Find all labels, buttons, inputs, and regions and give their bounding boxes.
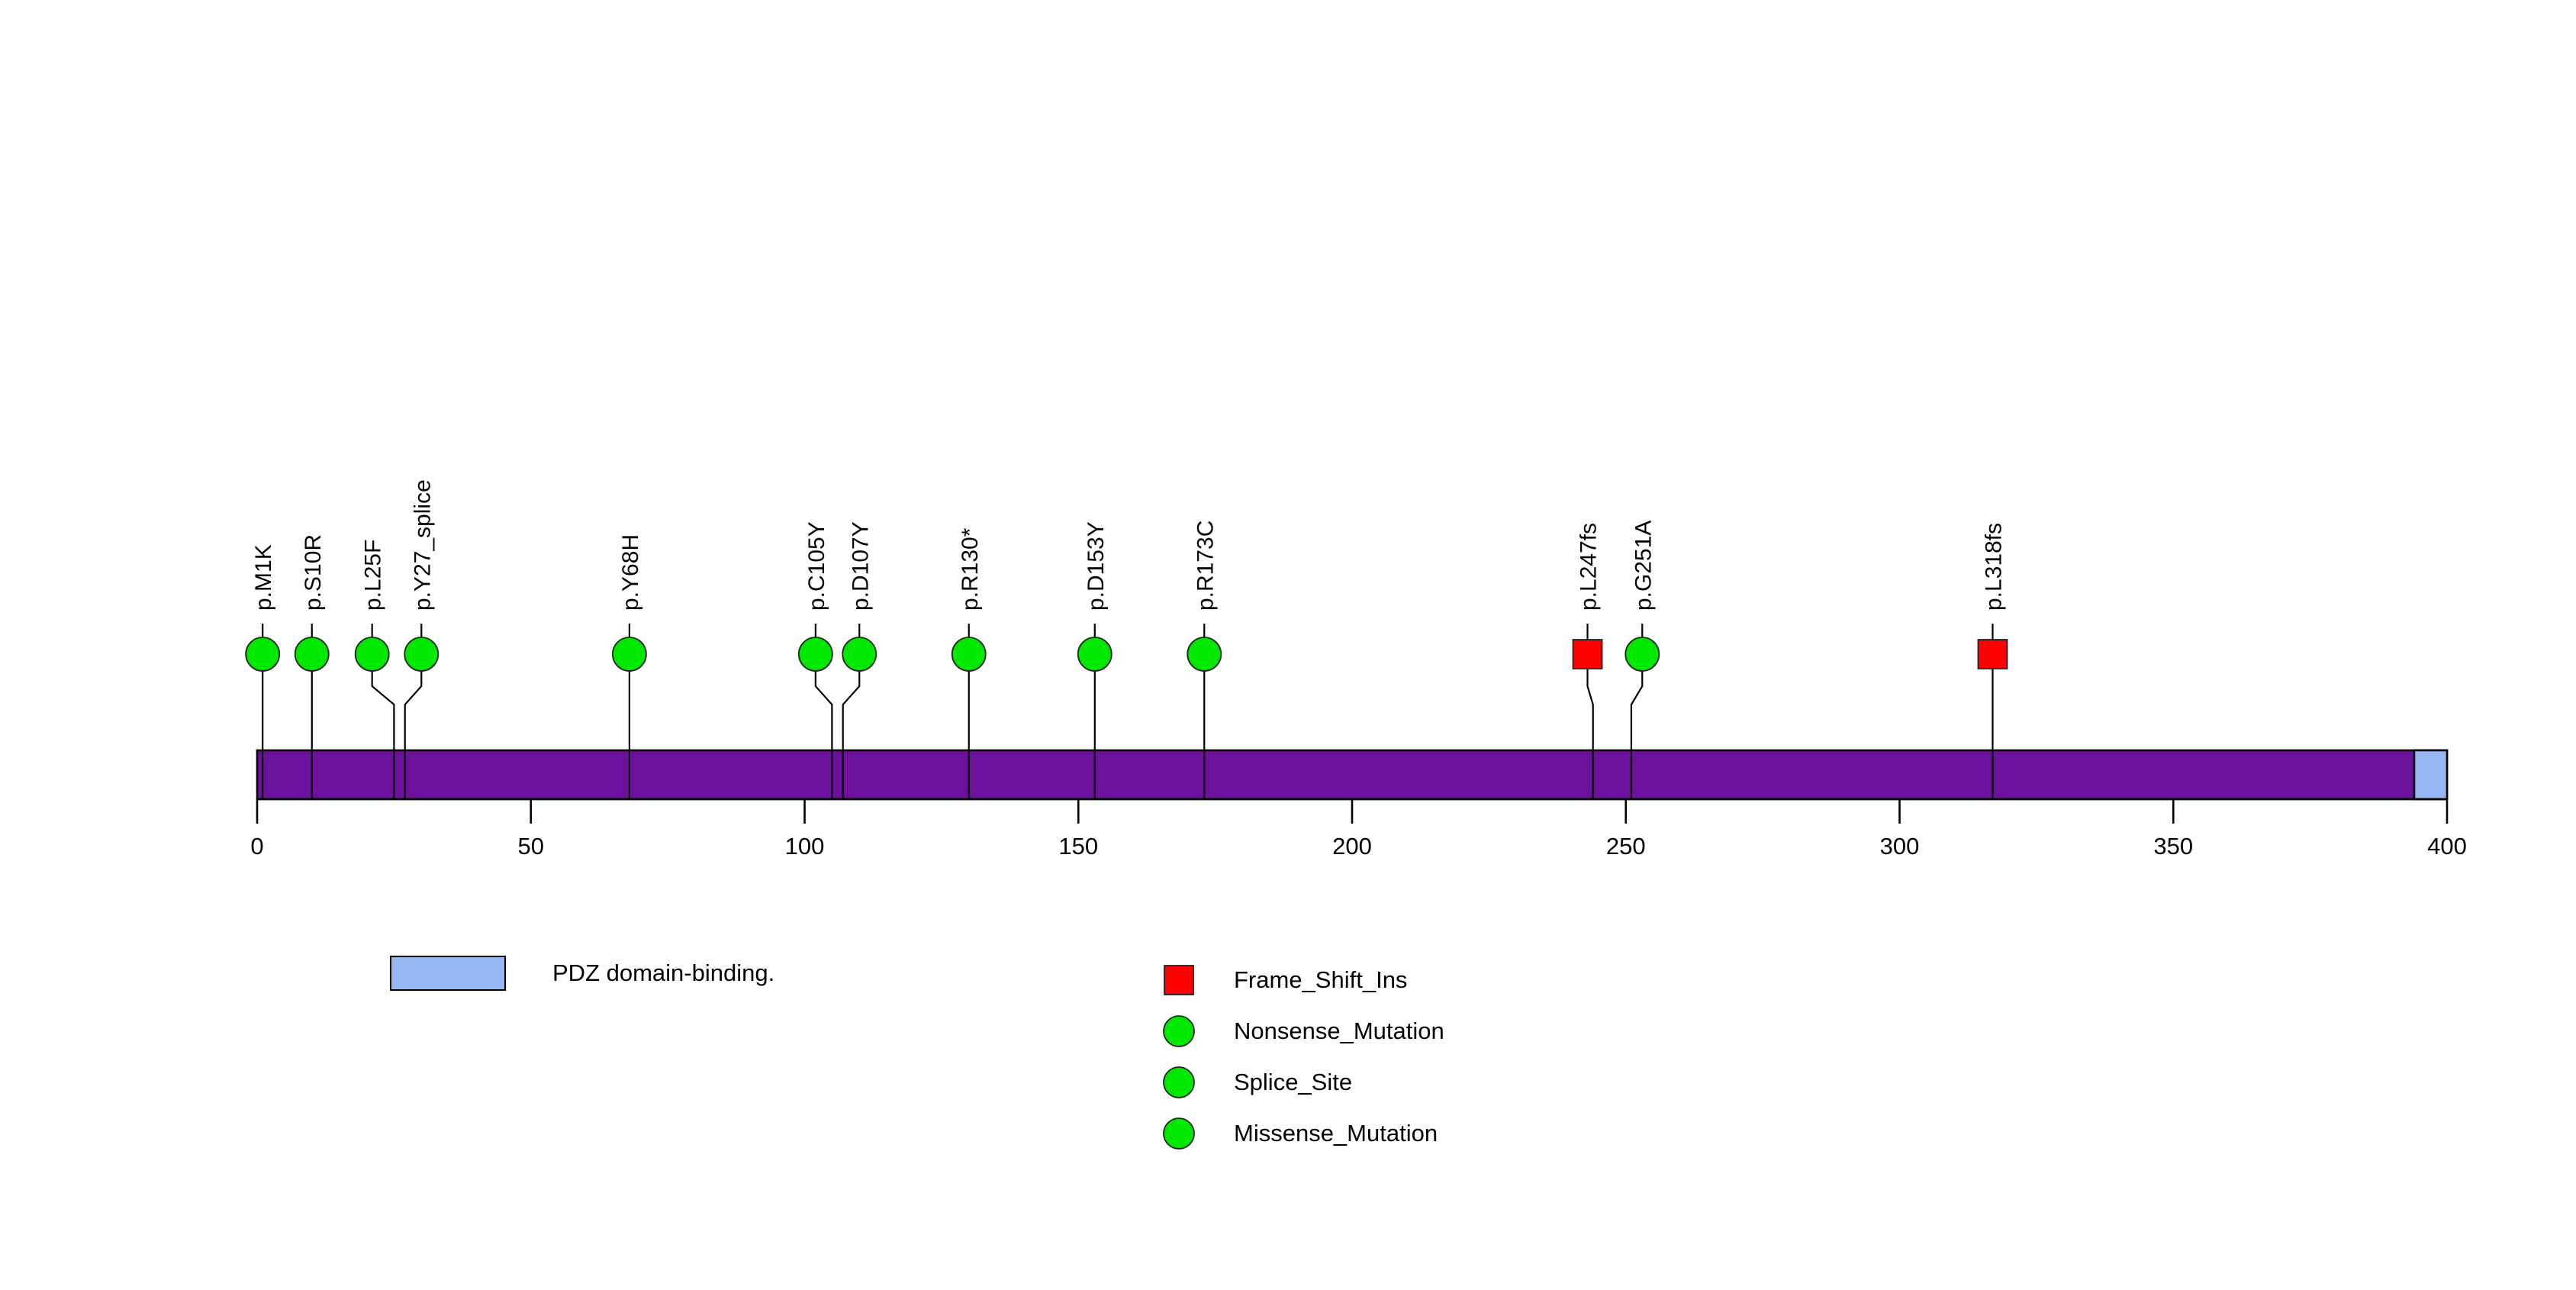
mutation-legend-label: Nonsense_Mutation: [1234, 1017, 1444, 1044]
mutation-legend-swatch-square[interactable]: [1164, 965, 1194, 995]
x-axis-tick-label: 50: [518, 833, 544, 859]
mutation-marker-circle[interactable]: [612, 637, 647, 672]
protein-domain-region[interactable]: [2413, 749, 2449, 801]
x-axis-tick-label: 150: [1058, 833, 1098, 859]
mutation-stem: [1586, 654, 1594, 799]
mutation-label: p.L247fs: [1576, 523, 1602, 611]
mutation-marker-circle[interactable]: [294, 637, 330, 672]
mutation-label: p.R173C: [1193, 521, 1218, 611]
domain-legend-swatch[interactable]: [390, 956, 506, 991]
mutation-marker-layer: [245, 637, 2008, 672]
mutation-label: p.Y68H: [618, 534, 643, 611]
mutation-legend-swatch-circle[interactable]: [1163, 1066, 1195, 1098]
mutation-marker-circle[interactable]: [842, 637, 877, 672]
protein-backbone: [256, 749, 2449, 801]
mutation-label: p.R130*: [958, 527, 983, 611]
x-axis-tick-label: 200: [1332, 833, 1372, 859]
mutation-label: p.M1K: [251, 544, 276, 611]
mutation-marker-circle[interactable]: [354, 637, 390, 672]
mutation-marker-circle[interactable]: [1077, 637, 1113, 672]
x-axis-tick-label: 300: [1880, 833, 1920, 859]
mutation-label: p.Y27_splice: [410, 479, 435, 611]
x-axis-tick-label: 0: [250, 833, 263, 859]
mutation-legend-swatch-circle[interactable]: [1163, 1117, 1195, 1150]
mutation-label: p.D107Y: [848, 521, 873, 611]
mutation-marker-square[interactable]: [1572, 639, 1603, 669]
mutation-legend-label: Splice_Site: [1234, 1069, 1352, 1095]
mutation-marker-circle[interactable]: [404, 637, 440, 672]
mutation-legend-swatch-circle[interactable]: [1163, 1015, 1195, 1047]
mutation-marker-circle[interactable]: [1624, 637, 1660, 672]
domain-legend-label: PDZ domain-binding.: [552, 959, 774, 986]
mutation-legend-label: Frame_Shift_Ins: [1234, 966, 1407, 993]
x-axis-tick-label: 250: [1606, 833, 1646, 859]
mutation-label: p.L318fs: [1981, 523, 2006, 611]
legend-layer: PDZ domain-binding. Frame_Shift_InsNonsen…: [390, 956, 1444, 1150]
mutation-legend-label: Missense_Mutation: [1234, 1120, 1438, 1146]
mutation-label: p.L25F: [361, 540, 386, 611]
mutation-marker-circle[interactable]: [951, 637, 987, 672]
mutation-marker-circle[interactable]: [245, 637, 281, 672]
x-axis-tick-label: 350: [2153, 833, 2193, 859]
protein-backbone-layer: [256, 749, 2449, 801]
mutation-marker-square[interactable]: [1977, 639, 2008, 669]
mutation-label: p.C105Y: [804, 521, 829, 611]
mutation-marker-circle[interactable]: [1187, 637, 1222, 672]
x-axis-tick-label: 400: [2427, 833, 2467, 859]
mutation-label: p.S10R: [301, 534, 326, 611]
mutation-label: p.D153Y: [1084, 521, 1109, 611]
mutation-label-layer: p.M1K p.S10R p.L25F p.Y27_splice p.Y68H p.C10…: [251, 479, 2006, 611]
mutation-marker-circle[interactable]: [797, 637, 833, 672]
mutation-label: p.G251A: [1631, 521, 1656, 611]
x-axis-tick-label: 100: [785, 833, 825, 859]
x-axis-layer: 0 50 100 150 200 250 300 350 400: [250, 798, 2467, 859]
